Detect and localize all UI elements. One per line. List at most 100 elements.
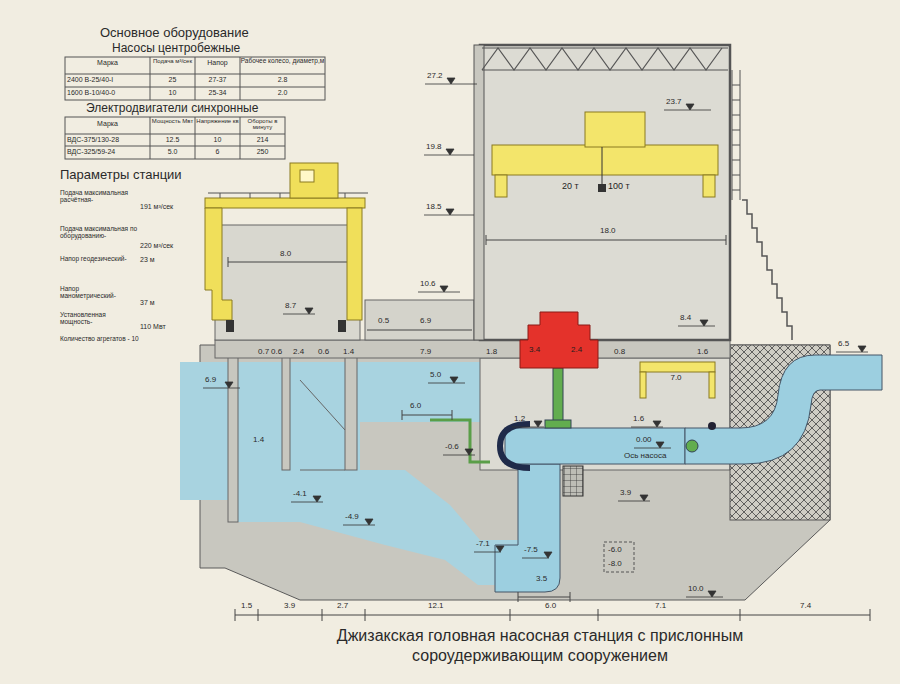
- drain-pit: [604, 542, 634, 572]
- dimension-label: -6.0: [608, 546, 622, 554]
- crane-hook: [598, 184, 606, 192]
- table-border: [65, 117, 285, 159]
- dimension-label: -0.6: [445, 443, 459, 451]
- dimension-label: 0.5: [378, 317, 389, 325]
- dimension-label: 18.0: [600, 227, 616, 235]
- room-crane-box: 7.0: [645, 372, 707, 386]
- dimension-label: 1.6: [633, 415, 644, 423]
- table-cell: 25-34: [195, 89, 240, 96]
- dimension-label: 27.2: [427, 72, 443, 80]
- table-cell: 2.8: [240, 76, 325, 83]
- table-cell: Напор: [195, 59, 240, 66]
- base-dimension: 3.9: [284, 602, 295, 610]
- dimension-label: 8.0: [280, 250, 291, 258]
- pump-table-grid: [65, 57, 325, 100]
- truss-chord: [482, 48, 728, 70]
- gantry-hook: [338, 320, 346, 332]
- table-cell: 5.0: [150, 148, 195, 155]
- dimension-label: 5.0: [430, 371, 441, 379]
- pump-volute: [500, 424, 530, 468]
- dimension-label: 10.0: [688, 585, 704, 593]
- section-heading: Насосы центробежные: [112, 42, 240, 55]
- rack-pillar: [228, 350, 238, 522]
- ladder: [732, 70, 740, 200]
- table-cell: 10: [195, 136, 240, 143]
- capacity-label: 20 т: [562, 182, 579, 191]
- parameter-text: Количество агрегатов - 10: [60, 336, 139, 343]
- dimension-label: 10.6: [420, 280, 436, 288]
- table-cell: 10: [150, 89, 195, 96]
- parameter-text: Напор геодезический-: [60, 256, 138, 263]
- base-dimension-line: [235, 609, 870, 621]
- dimension-label: 1.4: [343, 348, 354, 356]
- hall-wall: [474, 45, 484, 340]
- floor-slab: [215, 340, 730, 358]
- valve: [708, 422, 716, 430]
- level-marks: [203, 78, 868, 597]
- dimension-label: -4.9: [345, 513, 359, 521]
- section-heading: Параметры станции: [60, 168, 182, 182]
- dimension-label: 0.6: [271, 348, 282, 356]
- crane-beam: [492, 145, 718, 175]
- gantry-leg: [347, 208, 362, 320]
- dimension-label: 8.4: [680, 314, 691, 322]
- parameter-text: 37 м: [140, 299, 155, 306]
- middle-block: [365, 300, 474, 340]
- table-rule: [65, 117, 285, 159]
- dimension-label: 6.0: [410, 402, 421, 410]
- dimension-label: 1.8: [486, 348, 497, 356]
- crane-truck: [495, 175, 507, 197]
- dimension-line: [486, 235, 726, 245]
- dimension-label: 7.0: [645, 374, 707, 382]
- dimension-label: 0.00: [636, 436, 652, 444]
- dimension-label: 8.7: [285, 302, 296, 310]
- caption: Джизакская головная насосная станция с п…: [330, 626, 750, 666]
- table-cell: 25: [150, 76, 195, 83]
- dimension-label: 6.5: [838, 340, 849, 348]
- stairs: [742, 200, 792, 340]
- parameter-text: 220 м³/сек: [140, 242, 173, 249]
- table-cell: Рабочее колесо, диаметр,м: [240, 58, 325, 65]
- gantry-bay: [215, 225, 360, 340]
- dimension-label: 19.8: [426, 143, 442, 151]
- dimension-label: 3.9: [620, 489, 631, 497]
- room-crane-leg: [640, 372, 646, 398]
- dimension-label: 1.6: [697, 348, 708, 356]
- pump-pipe: [505, 428, 685, 464]
- parameter-text: Подача максимальная по оборудованию-: [60, 226, 138, 240]
- table-cell: Обороты в минуту: [240, 118, 285, 131]
- dimension-line: [402, 410, 452, 420]
- valve-drive: [686, 440, 698, 452]
- base-dimension: 7.1: [655, 602, 666, 610]
- dimension-line: [518, 592, 570, 602]
- motor-body: [520, 312, 598, 368]
- dimension-line: [228, 257, 350, 267]
- base-dimension: 12.1: [428, 602, 444, 610]
- room-crane-beam: [640, 362, 715, 372]
- dimension-label: 2.4: [293, 348, 304, 356]
- section-heading: Основное оборудование: [100, 26, 249, 40]
- dimension-label: 1.2: [514, 415, 525, 423]
- hook-cable: [602, 147, 603, 186]
- dimension-label: 6.9: [420, 317, 431, 325]
- dimension-label: 2.4: [571, 346, 582, 354]
- motor-box: 3.4 2.4: [521, 338, 597, 364]
- rack-pillar: [282, 350, 290, 470]
- table-cell: 2.0: [240, 89, 325, 96]
- suction-pipe: [495, 464, 560, 592]
- dimension-label: 0.8: [614, 348, 625, 356]
- table-cell: 2400 В-25/40-I: [67, 76, 113, 83]
- roof-truss: [482, 48, 722, 70]
- table-cell: 6: [195, 148, 240, 155]
- dimension-label: 3.4: [529, 346, 540, 354]
- cab-window: [300, 170, 314, 182]
- dimension-label: -4.1: [293, 490, 307, 498]
- chamber-water: [360, 362, 480, 422]
- gantry-hook: [226, 320, 234, 332]
- parameter-text: 110 Мвт: [140, 323, 166, 330]
- dimension-line: [367, 330, 472, 331]
- crane-box: 20 т100 т: [492, 140, 718, 198]
- table-cell: Напряжение кв: [195, 118, 240, 124]
- parameter-text: Напор манометрический-: [60, 286, 130, 300]
